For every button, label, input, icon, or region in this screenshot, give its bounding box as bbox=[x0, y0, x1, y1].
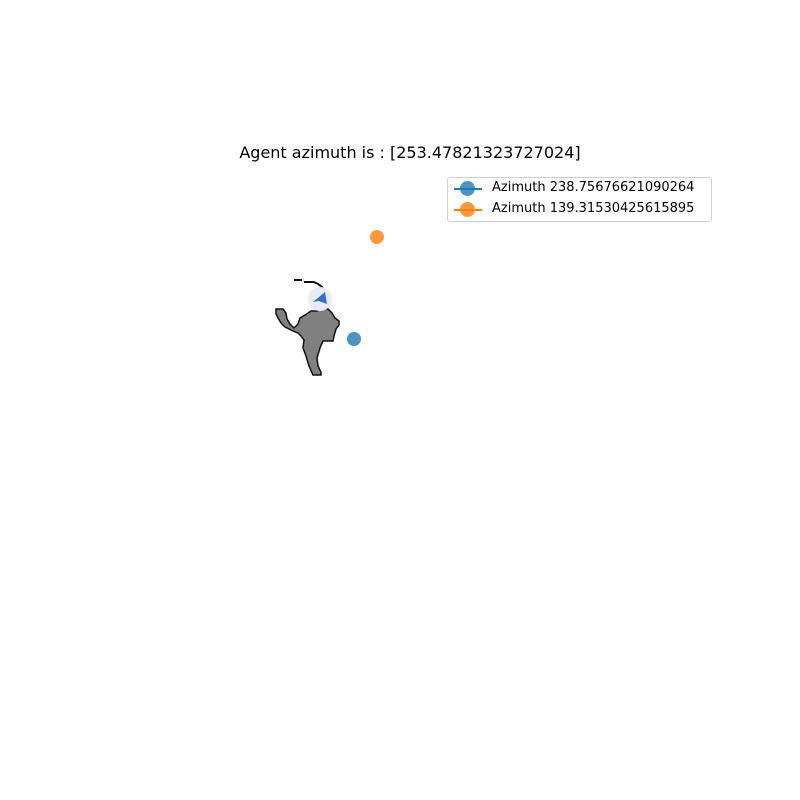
explored-region bbox=[275, 307, 340, 376]
azimuth-point-orange bbox=[370, 230, 384, 244]
legend: Azimuth 238.75676621090264 Azimuth 139.3… bbox=[447, 177, 712, 222]
legend-entry: Azimuth 139.31530425615895 bbox=[454, 200, 709, 220]
legend-marker-orange bbox=[460, 202, 475, 217]
legend-label: Azimuth 139.31530425615895 bbox=[492, 201, 695, 216]
map-title: Agent azimuth is : [253.47821323727024] bbox=[239, 143, 581, 162]
legend-entry: Azimuth 238.75676621090264 bbox=[454, 179, 709, 199]
agent-arrow-icon bbox=[313, 292, 327, 304]
azimuth-point-blue bbox=[347, 332, 361, 346]
legend-label: Azimuth 238.75676621090264 bbox=[492, 180, 695, 195]
legend-marker-blue bbox=[460, 181, 475, 196]
